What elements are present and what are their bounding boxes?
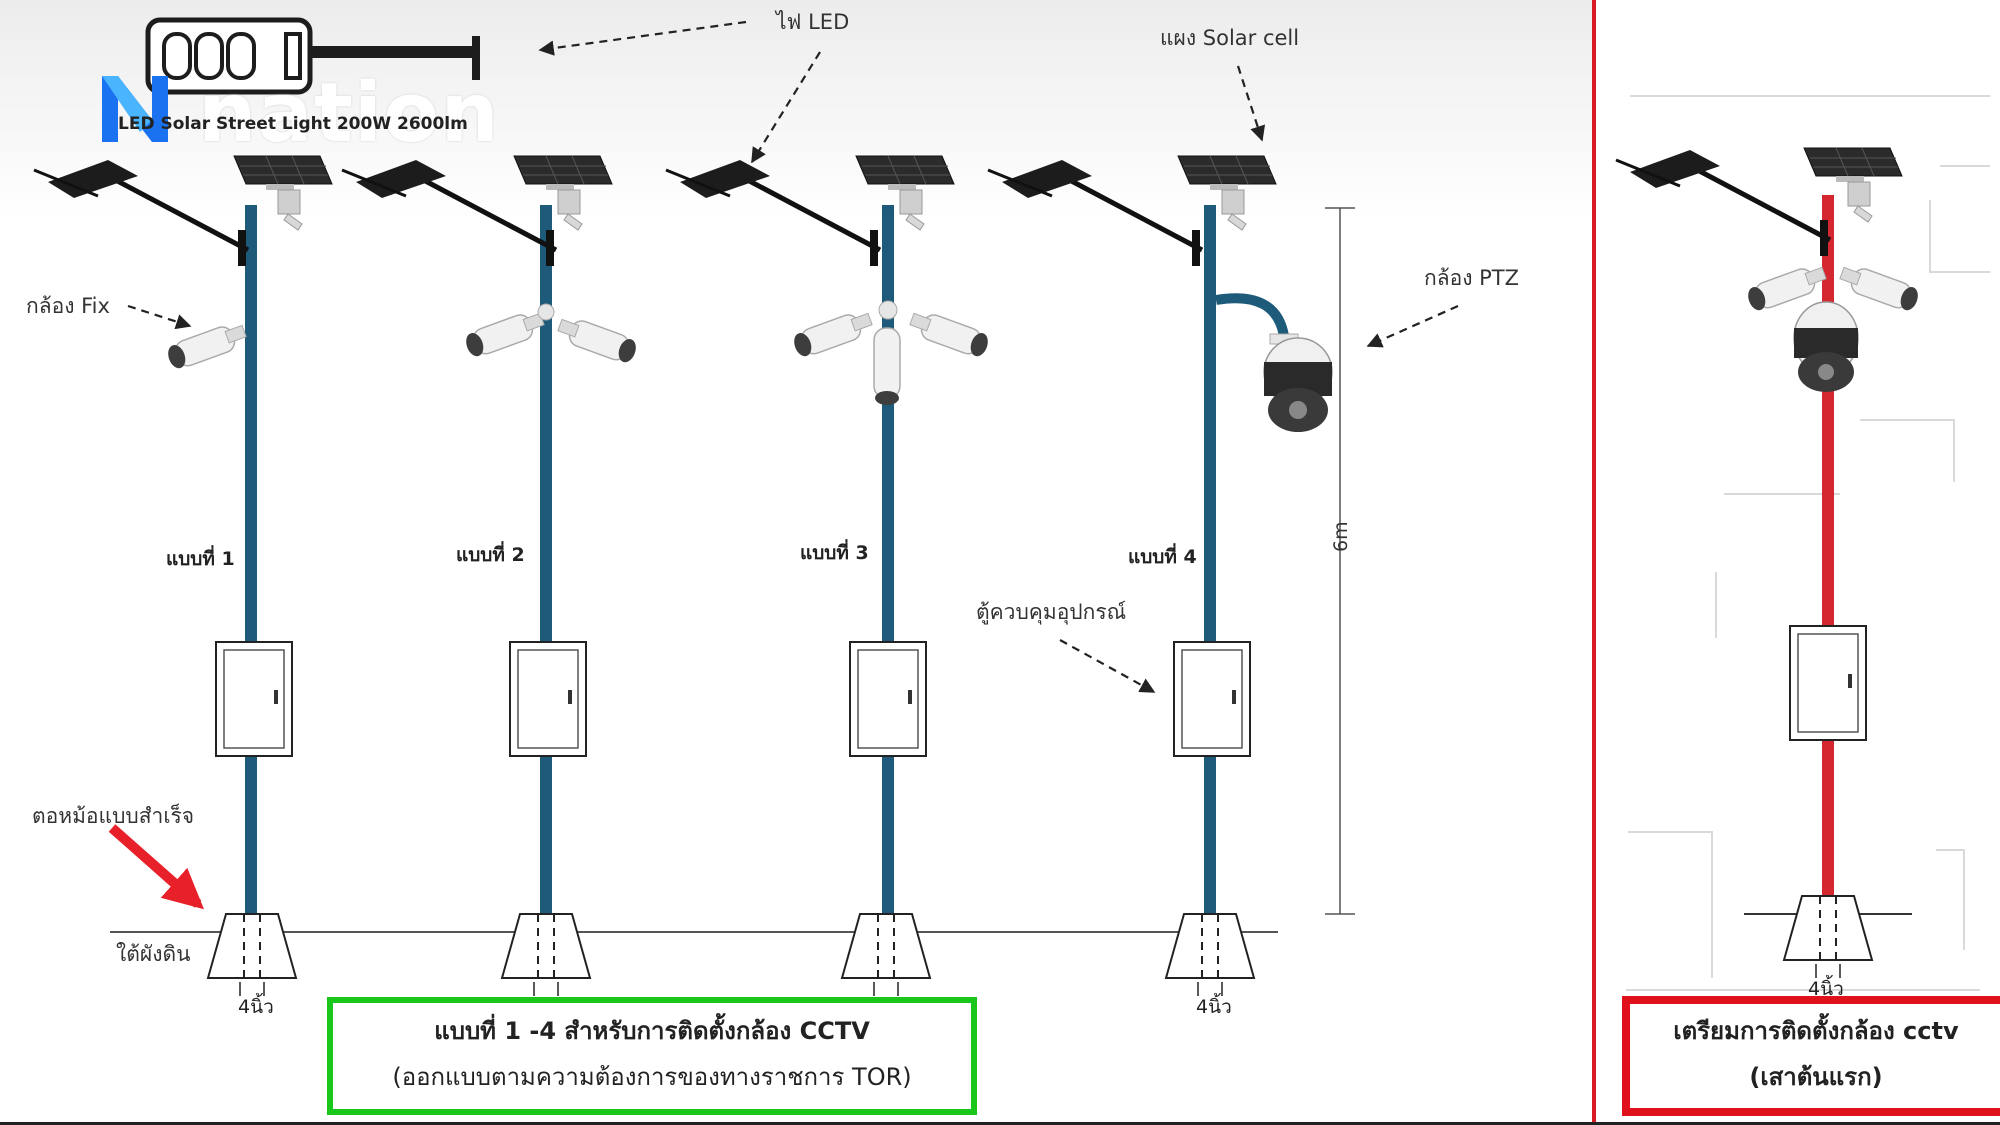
red-caption: เตรียมการติดตั้งกล้อง cctv (เสาต้นแรก) <box>1632 1008 2000 1100</box>
pole-first <box>1616 147 1922 979</box>
pole-type-3 <box>666 155 992 997</box>
green-caption: แบบที่ 1 -4 สำหรับการติดตั้งกล้อง CCTV (… <box>336 1008 968 1100</box>
height-dimension <box>1325 207 1355 915</box>
arrow-fix-camera <box>127 304 192 330</box>
type-1-label: แบบที่ 1 <box>166 548 235 570</box>
height-label: 6m <box>1330 521 1352 552</box>
led-spec-label: LED Solar Street Light 200W 2600lm <box>118 114 468 134</box>
footing-dim-first: 4นิ้ว <box>1808 978 1844 1000</box>
pole-type-1 <box>34 155 333 997</box>
arrow-led-left <box>538 20 747 56</box>
solar-label: แผง Solar cell <box>1160 26 1300 50</box>
control-box-label: ตู้ควบคุมอุปกรณ์ <box>976 600 1127 624</box>
red-caption-line2: (เสาต้นแรก) <box>1749 1063 1883 1091</box>
green-caption-line2: (ออกแบบตามความต้องการของทางราชการ TOR) <box>392 1063 912 1091</box>
arrow-led-down <box>751 51 821 164</box>
bottom-edge <box>0 1122 2000 1125</box>
arrow-ptz-camera <box>1366 304 1459 348</box>
pole-type-4 <box>988 155 1333 997</box>
pole-type-2 <box>342 155 640 997</box>
nation-logo-text: nation <box>198 66 500 161</box>
arrow-footing <box>108 824 204 910</box>
red-caption-box <box>1622 996 2000 1116</box>
arrow-solar <box>1236 65 1266 142</box>
red-caption-line1: เตรียมการติดตั้งกล้อง cctv <box>1673 1017 1959 1045</box>
underground-label: ใต้ผังดิน <box>116 942 191 966</box>
led-label: ไฟ LED <box>776 10 850 34</box>
arrow-control-box <box>1059 639 1156 693</box>
footing-label: ตอหม้อแบบสำเร็จ <box>32 804 195 828</box>
led-lamp-illustration <box>145 17 480 95</box>
type-3-label: แบบที่ 3 <box>800 542 869 564</box>
green-caption-box <box>327 997 977 1115</box>
nation-logo-mark <box>102 76 168 142</box>
footing-dim-1: 4นิ้ว <box>238 996 274 1018</box>
footing-dim-4: 4นิ้ว <box>1196 996 1232 1018</box>
type-2-label: แบบที่ 2 <box>456 544 525 566</box>
fix-camera-label: กล้อง Fix <box>26 294 110 318</box>
green-caption-line1: แบบที่ 1 -4 สำหรับการติดตั้งกล้อง CCTV <box>434 1017 870 1045</box>
ptz-camera <box>1263 333 1333 432</box>
ptz-camera-label: กล้อง PTZ <box>1424 266 1520 290</box>
panel-sketch-lines <box>1626 95 1990 991</box>
type-4-label: แบบที่ 4 <box>1128 546 1197 568</box>
